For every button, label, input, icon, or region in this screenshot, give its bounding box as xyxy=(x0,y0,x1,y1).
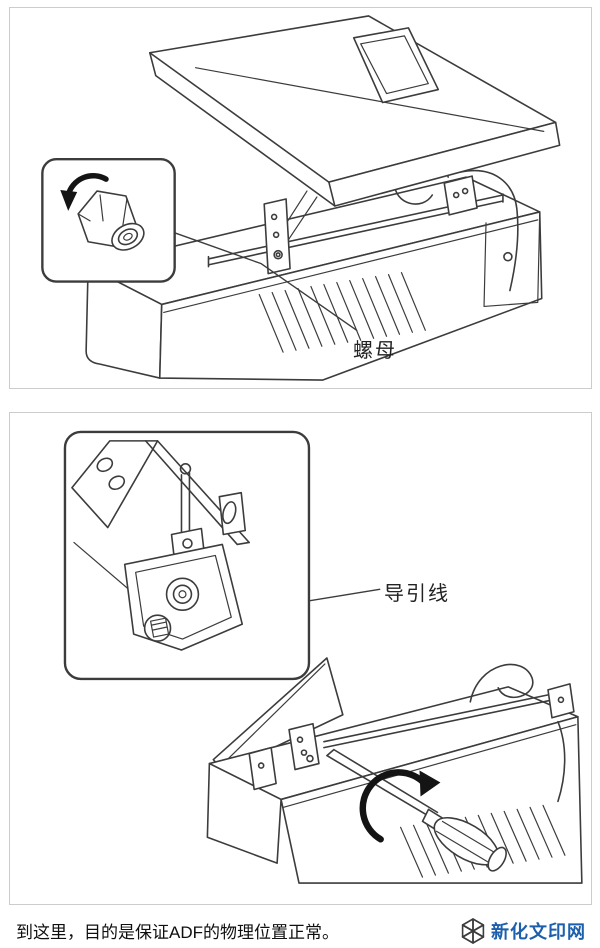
support-rod xyxy=(207,193,504,268)
screwdriver-shaft xyxy=(326,748,439,820)
hinge-plates xyxy=(263,175,478,275)
support-rod xyxy=(323,693,554,749)
lid-edge xyxy=(328,121,561,207)
guide-wire-zoom-circle xyxy=(143,614,172,642)
adf-lid xyxy=(148,15,561,252)
logo-text: 新化文印网 xyxy=(491,922,586,942)
adf-tray xyxy=(352,27,440,104)
bracket-callout-bubble xyxy=(63,430,311,681)
nut-location xyxy=(273,249,283,260)
guide-wire-clip xyxy=(150,617,170,638)
hinge-plate-left xyxy=(248,746,277,791)
screw-location xyxy=(306,754,314,763)
right-panel xyxy=(483,211,541,308)
power-cable xyxy=(459,169,519,292)
cable-loop xyxy=(469,663,534,703)
grommet xyxy=(165,577,200,611)
screw-plate xyxy=(288,722,320,771)
leader-line-nut xyxy=(173,232,358,332)
hinge-plate-right xyxy=(443,175,478,216)
screwdriver-icon xyxy=(326,748,507,872)
power-cable xyxy=(557,720,566,803)
logo-cube-icon xyxy=(461,918,485,944)
site-logo: 新化文印网 xyxy=(460,918,586,944)
vent-grille xyxy=(258,272,426,353)
caption-text: 到这里，目的是保证ADF的物理位置正常。 xyxy=(16,923,339,942)
guide-wire-illustration xyxy=(63,430,583,884)
nut-label: 螺母 xyxy=(353,340,397,362)
figure-guide-wire: 导引线 xyxy=(9,412,592,905)
cw-rotation-arrow-icon xyxy=(359,769,441,843)
hex-nut-icon xyxy=(77,190,145,251)
guide-wire-label: 导引线 xyxy=(384,583,450,605)
figure-remove-nut: 螺母 xyxy=(9,7,592,389)
printer-corner xyxy=(206,657,583,884)
printer-front-face xyxy=(280,715,583,884)
printer-body xyxy=(85,155,543,381)
internal-bracket-detail xyxy=(71,440,251,651)
nut-callout-bubble xyxy=(41,158,176,283)
ccw-rotation-arrow-icon xyxy=(60,173,109,211)
printer-front-face xyxy=(158,211,543,381)
printer-left-face xyxy=(85,265,163,379)
remove-nut-illustration xyxy=(41,15,561,381)
hinge-plate-right xyxy=(547,683,575,719)
